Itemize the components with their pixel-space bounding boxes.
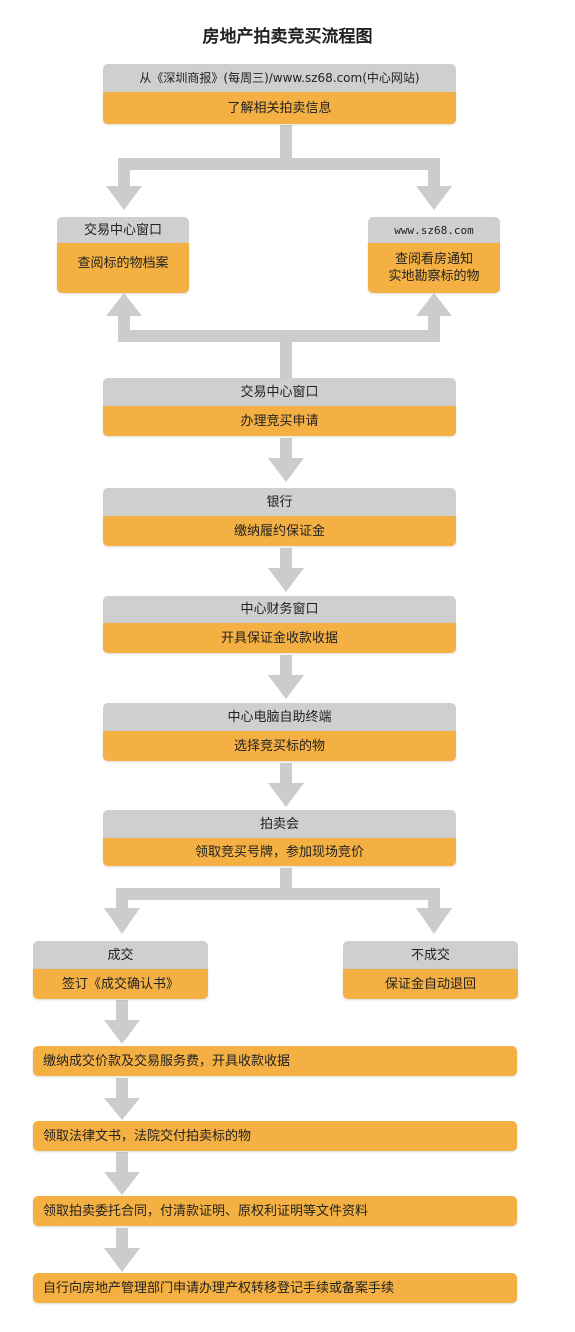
final-step-2: 领取法律文书，法院交付拍卖标的物 (33, 1121, 517, 1151)
step6-header: 拍卖会 (103, 810, 456, 838)
step3-header: 银行 (103, 488, 456, 516)
left-window-header: 交易中心窗口 (57, 217, 189, 243)
step6-body: 领取竞买号牌，参加现场竞价 (103, 838, 456, 866)
final-step-4: 自行向房地产管理部门申请办理产权转移登记手续或备案手续 (33, 1273, 517, 1303)
step5-body: 选择竞买标的物 (103, 731, 456, 761)
final-step-3: 领取拍卖委托合同，付清款证明、原权利证明等文件资料 (33, 1196, 517, 1226)
nodeal-body: 保证金自动退回 (343, 969, 518, 999)
page-title: 房地产拍卖竞买流程图 (202, 27, 373, 47)
step3-body: 缴纳履约保证金 (103, 516, 456, 546)
step1-body: 了解相关拍卖信息 (103, 92, 456, 124)
left-window-body: 查阅标的物档案 (57, 243, 189, 293)
right-web-header: www.sz68.com (368, 217, 500, 243)
step1-header: 从《深圳商报》(每周三)/www.sz68.com(中心网站) (103, 64, 456, 92)
step4-body: 开具保证金收款收据 (103, 623, 456, 653)
step2-header: 交易中心窗口 (103, 378, 456, 406)
step5-header: 中心电脑自助终端 (103, 703, 456, 731)
deal-header: 成交 (33, 941, 208, 969)
deal-body: 签订《成交确认书》 (33, 969, 208, 999)
step2-body: 办理竞买申请 (103, 406, 456, 436)
step4-header: 中心财务窗口 (103, 596, 456, 623)
right-web-body-line1: 查阅看房通知 (394, 252, 473, 267)
final-step-1: 缴纳成交价款及交易服务费，开具收款收据 (33, 1046, 517, 1076)
right-web-body: 查阅看房通知 实地勘察标的物 (368, 243, 500, 293)
right-web-body-line2: 实地勘察标的物 (388, 269, 480, 284)
nodeal-header: 不成交 (343, 941, 518, 969)
